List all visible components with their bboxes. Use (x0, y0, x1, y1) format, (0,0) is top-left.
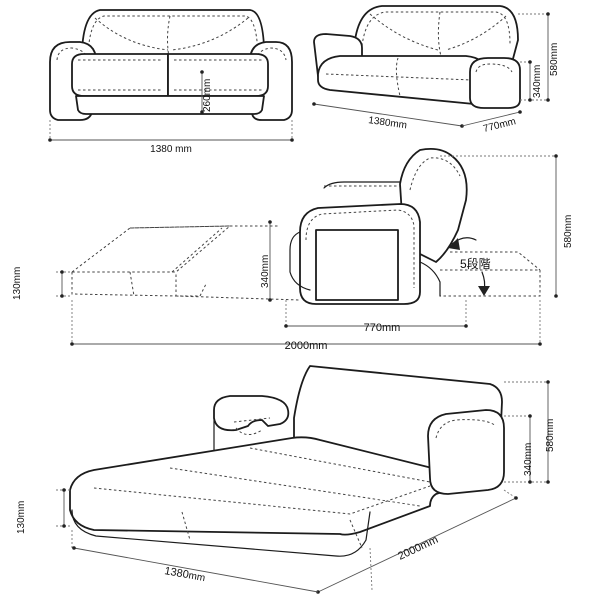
fig3-bed-height-label: 130mm (12, 267, 23, 300)
fig3-height-label: 580mm (563, 215, 574, 248)
fig1-seat-height-label: 260mm (202, 79, 213, 112)
fig3-seat-height-label: 340mm (260, 255, 271, 288)
fig2-depth-label: 770mm (482, 116, 517, 135)
fig3-depth-label: 770mm (364, 322, 401, 334)
fig4-bed-height-label: 130mm (16, 501, 27, 534)
bed-mode-view: 130mm 340mm 580mm 2000mm 1380mm (16, 365, 556, 594)
fig4-length-label: 2000mm (396, 534, 440, 563)
recline-steps-label: 5段階 (460, 256, 491, 271)
fig1-width-label: 1380 mm (150, 144, 192, 155)
fig2-height-label: 580mm (549, 43, 560, 76)
fig2-seat-height-label: 340mm (532, 65, 543, 98)
fig4-seat-height-label: 340mm (523, 443, 534, 476)
side-view-recline: 5段階 130mm 340mm 580mm 770mm 2000mm (12, 147, 574, 352)
fig3-length-label: 2000mm (285, 340, 328, 352)
fig4-width-label: 1380mm (163, 565, 206, 584)
front-view-sofa: 260mm 1380 mm (48, 9, 294, 155)
perspective-view-sofa: 1380mm 770mm 340mm 580mm (312, 5, 560, 135)
fig2-width-label: 1380mm (368, 115, 408, 131)
fig4-height-label: 580mm (545, 419, 556, 452)
